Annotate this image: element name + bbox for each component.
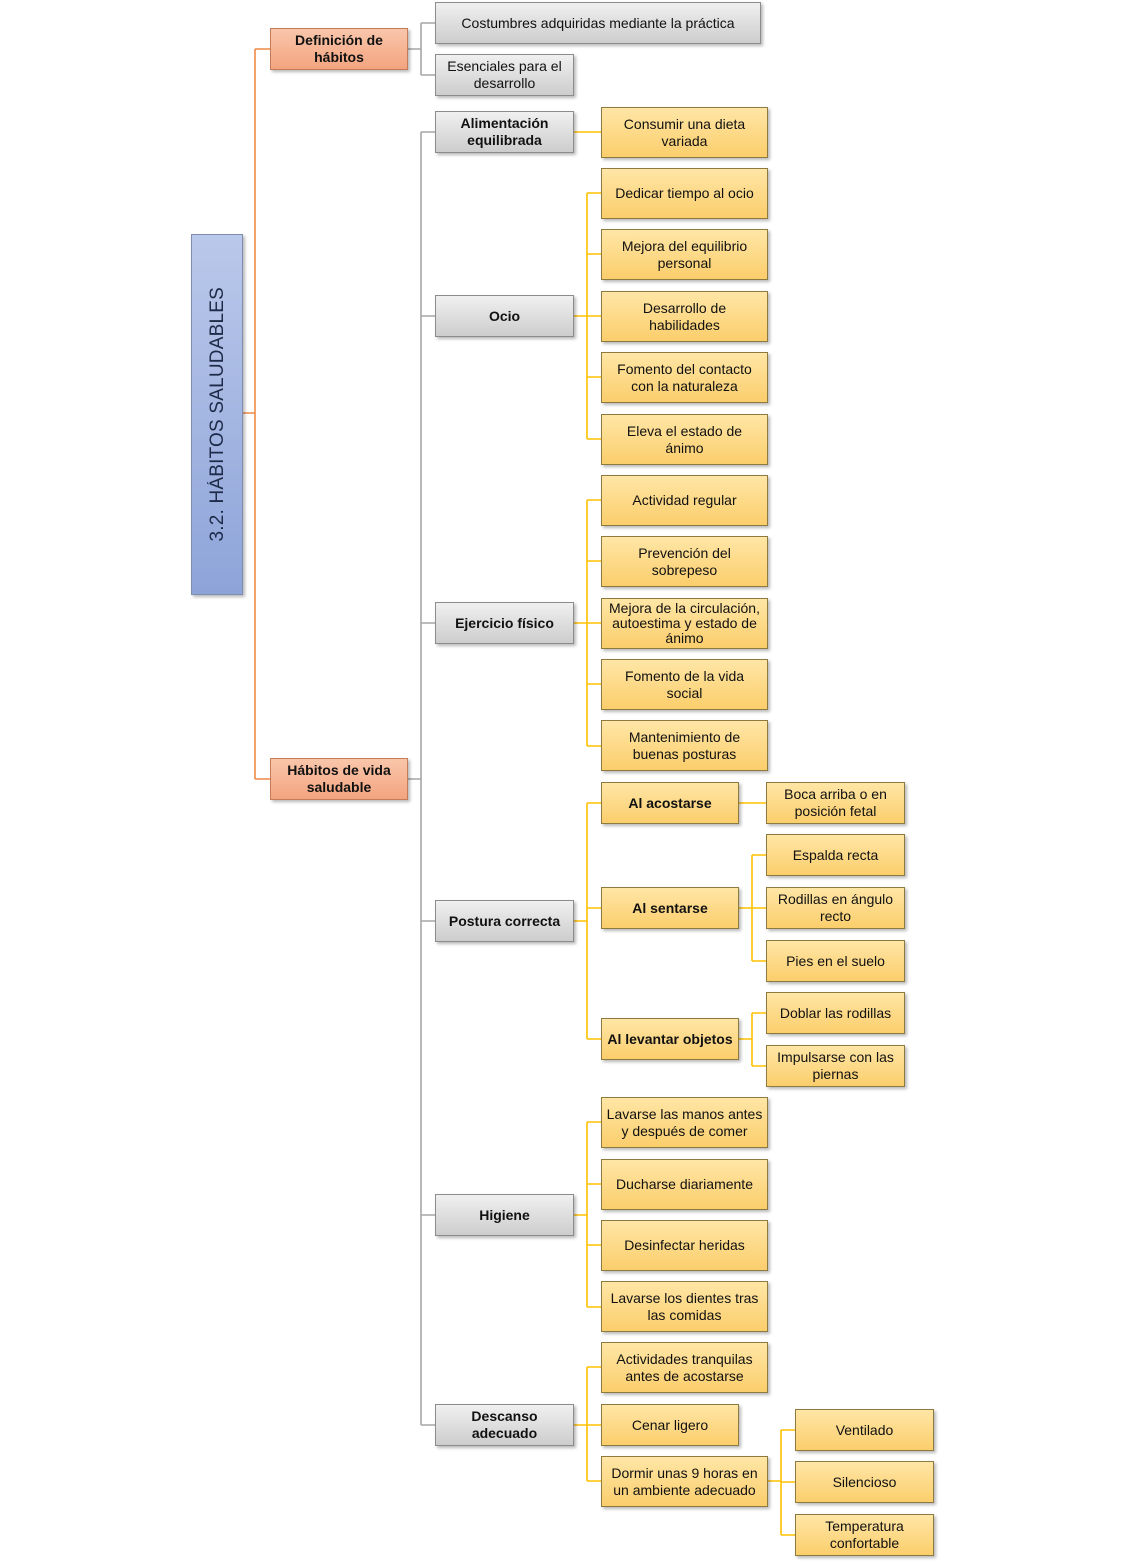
category-ocio: Ocio <box>435 295 574 337</box>
postura-levantar-objetos: Al levantar objetos <box>601 1018 739 1060</box>
connector-habitos-vida <box>407 131 435 1426</box>
node-label: Impulsarse con las piernas <box>777 1049 894 1082</box>
sentarse-item: Rodillas en ángulo recto <box>766 887 905 929</box>
ejercicio-item: Prevención del sobrepeso <box>601 536 768 587</box>
connector-dormir <box>767 1429 795 1536</box>
connector-levantar <box>738 1012 766 1067</box>
node-label: Boca arriba o en posición fetal <box>784 786 887 819</box>
category-alimentacion: Alimentación equilibrada <box>435 111 574 153</box>
node-label: Silencioso <box>832 1473 897 1490</box>
connector-ocio <box>573 192 601 440</box>
postura-sentarse: Al sentarse <box>601 887 739 929</box>
levantar-item: Impulsarse con las piernas <box>766 1045 905 1087</box>
ejercicio-item: Actividad regular <box>601 475 768 526</box>
node-label: Fomento de la vida social <box>624 667 745 701</box>
definicion-node: Definición de hábitos <box>270 28 408 70</box>
node-label: Actividades tranquilas antes de acostars… <box>616 1350 753 1384</box>
node-label: Mantenimiento de buenas posturas <box>628 728 741 762</box>
node-label: Ocio <box>488 307 521 324</box>
ocio-item: Fomento del contacto con la naturaleza <box>601 352 768 403</box>
node-label: Costumbres adquiridas mediante la prácti… <box>461 14 735 31</box>
levantar-item: Doblar las rodillas <box>766 992 905 1034</box>
definicion-item: Esenciales para el desarrollo <box>435 54 574 96</box>
node-label: Al acostarse <box>628 794 712 811</box>
node-label: Ejercicio físico <box>455 614 554 631</box>
definicion-item: Costumbres adquiridas mediante la prácti… <box>435 2 761 44</box>
node-label: Postura correcta <box>448 912 561 929</box>
node-label: Eleva el estado de ánimo <box>626 422 743 456</box>
root-title-box: 3.2. HÁBITOS SALUDABLES <box>191 234 243 595</box>
descanso-item: Actividades tranquilas antes de acostars… <box>601 1342 768 1393</box>
category-descanso: Descanso adecuado <box>435 1404 574 1446</box>
root-title: 3.2. HÁBITOS SALUDABLES <box>206 287 228 542</box>
node-label: Definición de hábitos <box>295 32 383 65</box>
node-label: Espalda recta <box>792 846 879 863</box>
node-label: Hábitos de vida saludable <box>287 762 391 795</box>
ocio-item: Desarrollo de habilidades <box>601 291 768 342</box>
node-label: Desarrollo de habilidades <box>642 299 727 333</box>
node-label: Alimentación equilibrada <box>460 115 549 148</box>
node-label: Pies en el suelo <box>786 952 885 969</box>
ambiente-item: Silencioso <box>795 1461 934 1503</box>
higiene-item: Lavarse los dientes tras las comidas <box>601 1281 768 1332</box>
higiene-item: Ducharse diariamente <box>601 1159 768 1210</box>
ocio-item: Dedicar tiempo al ocio <box>601 168 768 219</box>
habitos-vida-node: Hábitos de vida saludable <box>270 758 408 800</box>
connector-ejercicio <box>573 499 601 747</box>
node-label: Dedicar tiempo al ocio <box>615 185 754 201</box>
node-label: Cenar ligero <box>631 1416 709 1433</box>
node-label: Descanso adecuado <box>471 1408 538 1441</box>
node-label: Actividad regular <box>632 492 737 508</box>
node-label: Mejora del equilibrio personal <box>621 237 748 271</box>
higiene-item: Lavarse las manos antes y después de com… <box>601 1097 768 1148</box>
ejercicio-item: Mejora de la circulación, autoestima y e… <box>601 598 768 649</box>
ocio-item: Mejora del equilibrio personal <box>601 229 768 280</box>
node-label: Dormir unas 9 horas en un ambiente adecu… <box>611 1464 758 1498</box>
connector-higiene <box>573 1121 601 1308</box>
node-label: Lavarse los dientes tras las comidas <box>610 1289 759 1323</box>
category-ejercicio: Ejercicio físico <box>435 602 574 644</box>
connector-sentarse <box>738 854 766 962</box>
node-label: Esenciales para el desarrollo <box>447 58 562 91</box>
node-label: Fomento del contacto con la naturaleza <box>617 360 752 394</box>
node-label: Doblar las rodillas <box>779 1004 892 1021</box>
ambiente-item: Temperatura confortable <box>795 1514 934 1556</box>
node-label: Prevención del sobrepeso <box>638 544 731 578</box>
node-label: Mejora de la circulación, autoestima y e… <box>609 600 760 646</box>
category-postura: Postura correcta <box>435 900 574 942</box>
node-label: Ventilado <box>835 1421 894 1438</box>
postura-acostarse: Al acostarse <box>601 782 739 824</box>
node-label: Al sentarse <box>632 899 708 916</box>
connector-postura <box>573 802 601 1040</box>
node-label: Rodillas en ángulo recto <box>777 891 894 924</box>
sentarse-item: Espalda recta <box>766 834 905 876</box>
ejercicio-item: Mantenimiento de buenas posturas <box>601 720 768 771</box>
node-label: Consumir una dieta variada <box>623 115 746 149</box>
node-label: Al levantar objetos <box>607 1030 733 1047</box>
node-label: Ducharse diariamente <box>616 1176 753 1192</box>
connector-descanso <box>573 1366 601 1482</box>
node-label: Lavarse las manos antes y después de com… <box>606 1105 763 1139</box>
acostarse-item: Boca arriba o en posición fetal <box>766 782 905 824</box>
connector-definicion <box>407 22 435 76</box>
ejercicio-item: Fomento de la vida social <box>601 659 768 710</box>
node-label: Temperatura confortable <box>825 1518 904 1551</box>
ocio-item: Eleva el estado de ánimo <box>601 414 768 465</box>
node-label: Higiene <box>479 1206 530 1223</box>
higiene-item: Desinfectar heridas <box>601 1220 768 1271</box>
ambiente-item: Ventilado <box>795 1409 934 1451</box>
sentarse-item: Pies en el suelo <box>766 940 905 982</box>
connector-root <box>242 48 270 780</box>
category-higiene: Higiene <box>435 1194 574 1236</box>
node-label: Desinfectar heridas <box>624 1237 745 1253</box>
descanso-item: Cenar ligero <box>601 1404 739 1446</box>
descanso-item: Dormir unas 9 horas en un ambiente adecu… <box>601 1456 768 1507</box>
alimentacion-item: Consumir una dieta variada <box>601 107 768 158</box>
